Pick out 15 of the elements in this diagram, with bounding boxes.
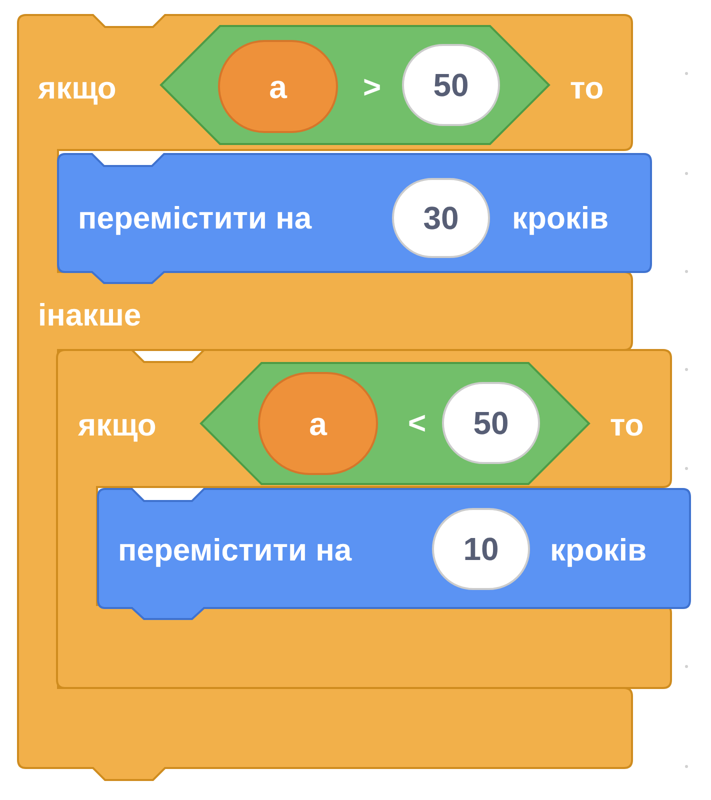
block-label: якщо [38,72,116,104]
move-block [97,488,691,620]
condition-hexagon [160,25,550,145]
block-label: кроків [550,534,647,566]
operator-label: < [408,408,426,438]
block-label: перемістити на [118,534,352,566]
operator-label: > [363,72,382,102]
block-label: то [610,410,644,440]
condition-hexagon [200,362,590,485]
block-label: то [570,72,604,104]
block-label: кроків [512,202,609,234]
block-label: інакше [38,300,142,330]
block-label: якщо [78,410,156,440]
block-label: перемістити на [78,202,312,234]
move-block [57,153,652,284]
